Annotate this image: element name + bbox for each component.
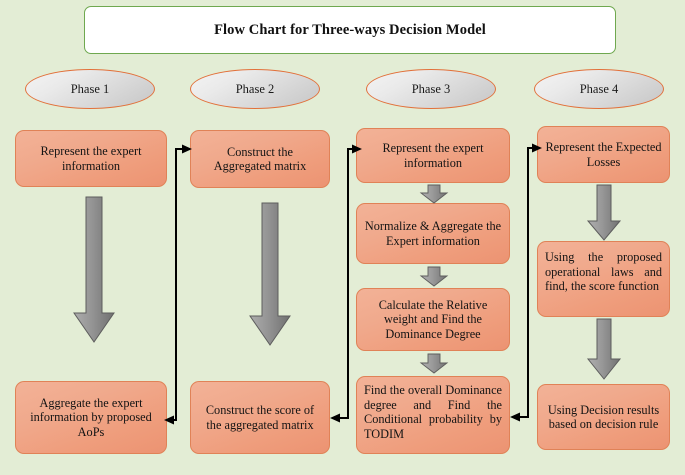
process-box-col1-step1-label: Represent the expert information [40, 144, 142, 173]
phase-ellipse-4: Phase 4 [534, 69, 664, 109]
block-arrow-col4-a [586, 184, 622, 247]
phase-label-2: Phase 2 [235, 81, 275, 96]
process-box-col3-step3-label: Calculate the Relative weight and Find t… [378, 297, 488, 341]
connector-phase1-phase2 [160, 136, 200, 435]
process-box-col3-step3: Calculate the Relative weight and Find t… [356, 288, 510, 351]
process-box-col2-step2: Construct the score of the aggregated ma… [190, 381, 330, 454]
block-arrow-col4-b [586, 318, 622, 386]
process-box-col2-step2-label: Construct the score of the aggregated ma… [205, 403, 315, 432]
phase-label-3: Phase 3 [411, 81, 451, 96]
process-box-col4-step1-label: Represent the Expected Losses [545, 140, 662, 169]
process-box-col4-step2: Using the proposed operational laws and … [537, 241, 670, 317]
process-box-col3-step4: Find the overall Dominance degree and Fi… [356, 376, 510, 454]
block-arrow-col2-down [248, 202, 292, 352]
process-box-col2-step1-label: Construct the Aggregated matrix [213, 144, 307, 174]
process-box-col4-step1: Represent the Expected Losses [537, 126, 670, 183]
chart-title-box: Flow Chart for Three-ways Decision Model [84, 6, 616, 54]
process-box-col1-step2-label: Aggregate the expert information by prop… [30, 395, 152, 439]
process-box-col4-step2-label: Using the proposed operational laws and … [545, 250, 662, 293]
phase-ellipse-1: Phase 1 [25, 69, 155, 109]
process-box-col3-step4-label: Find the overall Dominance degree and Fi… [364, 383, 502, 441]
process-box-col1-step2: Aggregate the expert information by prop… [15, 381, 167, 454]
process-box-col3-step2-label: Normalize & Aggregate the Expert informa… [364, 219, 502, 248]
block-arrow-col3-c [419, 353, 449, 379]
chart-title-text: Flow Chart for Three-ways Decision Model [214, 21, 486, 38]
connector-phase2-phase3 [326, 136, 368, 435]
block-arrow-col3-a [419, 184, 449, 209]
process-box-col3-step1-label: Represent the expert information [382, 141, 484, 170]
block-arrow-col1-down [72, 196, 116, 349]
process-box-col3-step2: Normalize & Aggregate the Expert informa… [356, 203, 510, 264]
process-box-col2-step1: Construct the Aggregated matrix [190, 130, 330, 188]
process-box-col4-step3-label: Using Decision results based on decision… [547, 402, 660, 432]
process-box-col4-step3: Using Decision results based on decision… [537, 384, 670, 450]
connector-phase3-phase4 [506, 136, 548, 435]
phase-label-1: Phase 1 [70, 81, 110, 96]
process-box-col3-step1: Represent the expert information [356, 128, 510, 183]
block-arrow-col3-b [419, 266, 449, 292]
process-box-col1-step1: Represent the expert information [15, 130, 167, 187]
phase-label-4: Phase 4 [579, 81, 619, 96]
phase-ellipse-3: Phase 3 [366, 69, 496, 109]
phase-ellipse-2: Phase 2 [190, 69, 320, 109]
